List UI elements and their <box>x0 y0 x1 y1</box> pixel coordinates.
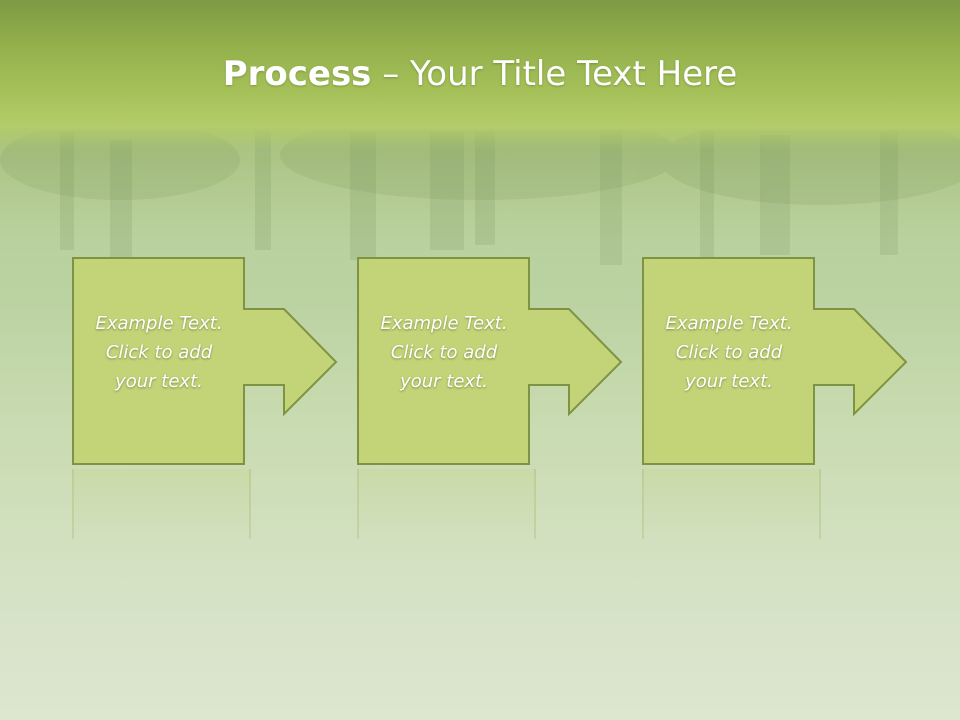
step-text[interactable]: Example Text. Click to add your text. <box>95 313 223 392</box>
title-bold-text: Process <box>222 54 372 94</box>
step-text[interactable]: Example Text. Click to add your text. <box>665 313 793 392</box>
title-rest-text: – Your Title Text Here <box>371 54 738 94</box>
process-step-1[interactable]: Example Text. Click to add your text. <box>72 257 340 539</box>
process-step-2[interactable]: Example Text. Click to add your text. <box>357 257 625 539</box>
step-reflection <box>357 469 536 539</box>
arrow-right-shape-icon <box>72 257 338 465</box>
process-step-3[interactable]: Example Text. Click to add your text. <box>642 257 910 539</box>
step-reflection <box>72 469 251 539</box>
slide-title[interactable]: Process – Your Title Text Here <box>0 50 960 98</box>
step-reflection <box>642 469 821 539</box>
arrow-right-shape-icon <box>357 257 623 465</box>
arrow-right-shape-icon <box>642 257 908 465</box>
title-band <box>0 0 960 150</box>
step-text[interactable]: Example Text. Click to add your text. <box>380 313 508 392</box>
